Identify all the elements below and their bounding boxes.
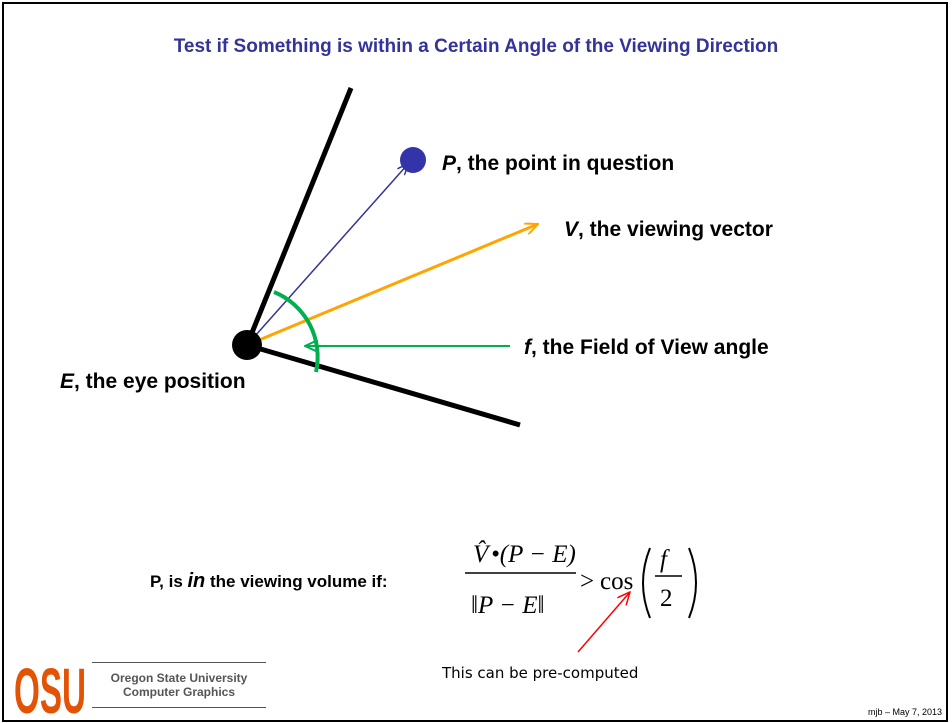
author-date-stamp: mjb – May 7, 2013 [868,707,943,717]
formula-cos: cos [600,568,633,595]
org-name: Oregon State University Computer Graphic… [92,662,266,708]
formula-f: f [660,546,670,573]
left-paren [642,547,651,619]
p-vector [246,164,408,346]
right-paren [688,547,697,619]
formula-numerator: •(P − E) [491,541,576,568]
label-point: P, the point in question [442,152,675,175]
condition-text: P, is in the viewing volume if: [150,570,388,592]
view-vector [246,224,538,347]
note-arrow [577,592,630,653]
precompute-note: This can be pre-computed [442,664,639,682]
fov-arc [273,290,320,373]
osu-logo: OSU [14,658,86,718]
org-line-2: Computer Graphics [122,685,236,699]
label-eye: E, the eye position [60,370,246,393]
formula-denominator: ‖P − E‖ [471,592,545,619]
fov-lower-boundary [246,342,521,428]
point-p [400,147,426,173]
slide-title: Test if Something is within a Certain An… [173,36,779,57]
fov-upper-boundary [244,87,354,346]
org-line-1: Oregon State University [110,671,248,685]
label-view-vector: V, the viewing vector [564,218,773,241]
osu-logo-text: OSU [14,658,86,718]
formula-two: 2 [660,585,673,612]
formula-gt: > [580,568,594,595]
eye-e [232,330,262,360]
formula-vhat: V̂ [473,540,491,568]
label-fov: f, the Field of View angle [524,336,769,359]
